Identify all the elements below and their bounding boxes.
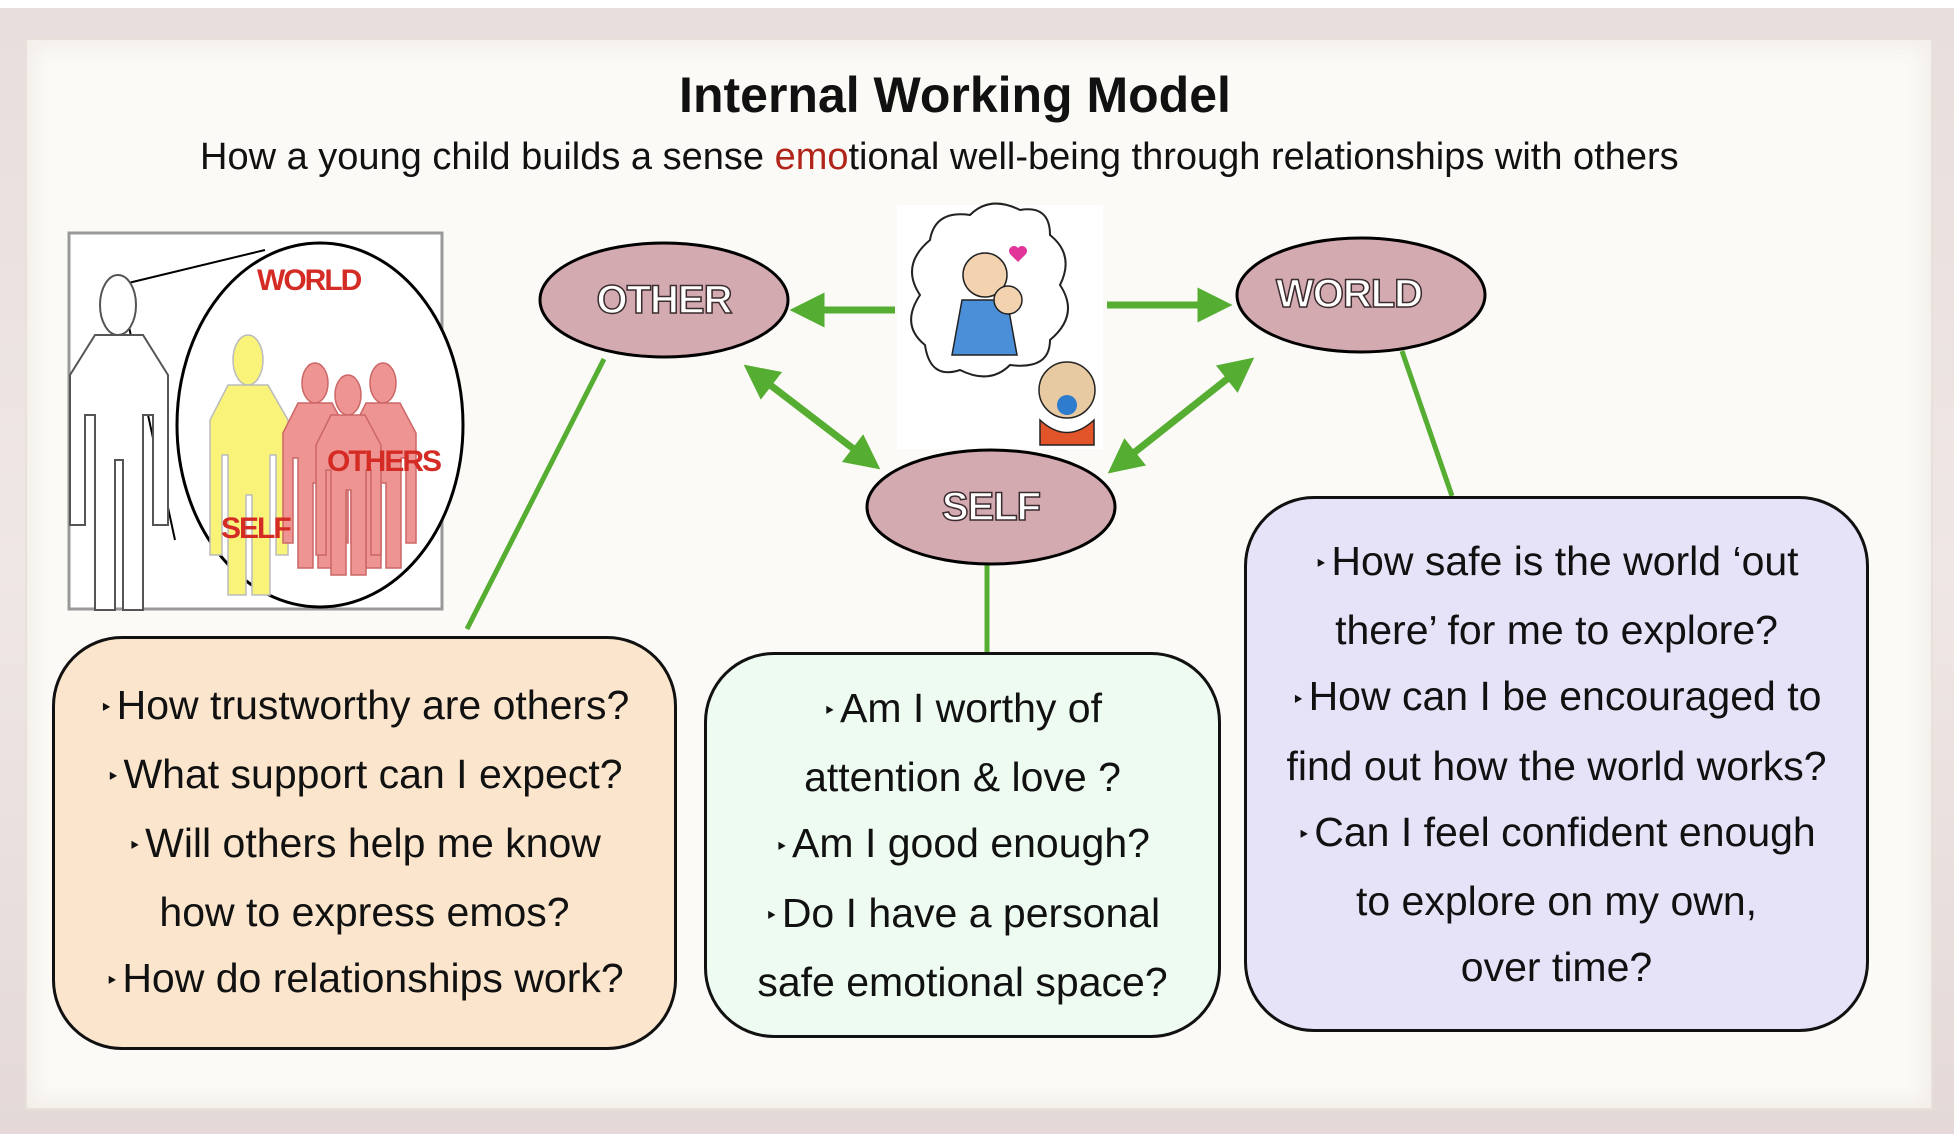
question-line: ‣Do I have a personal bbox=[765, 880, 1160, 949]
other-to-box-line bbox=[464, 357, 607, 631]
bullet-icon: ‣ bbox=[1314, 551, 1328, 577]
question-line: ‣Will others help me know bbox=[128, 810, 601, 879]
bullet-icon: ‣ bbox=[775, 833, 789, 859]
subtitle-text: How a young child builds a sense bbox=[200, 136, 775, 178]
bullet-icon: ‣ bbox=[1297, 821, 1311, 847]
question-text: How trustworthy are others? bbox=[116, 681, 630, 728]
subtitle-highlight: emo bbox=[774, 136, 849, 178]
arrow-other-self bbox=[743, 364, 881, 470]
arrow-self-world bbox=[1107, 357, 1255, 474]
question-line: to explore on my own, bbox=[1355, 877, 1758, 924]
page-subtitle: How a young child builds a sense emotion… bbox=[200, 136, 1679, 179]
question-line: ‣How trustworthy are others? bbox=[100, 672, 630, 741]
question-line: how to express emos? bbox=[159, 889, 570, 936]
figure-label-world: WORLD bbox=[257, 264, 362, 297]
node-world-label: WORLD bbox=[1275, 271, 1424, 317]
question-text: How do relationships work? bbox=[122, 955, 624, 1002]
viewer-person-icon bbox=[69, 274, 169, 611]
question-line: find out how the world works? bbox=[1286, 742, 1827, 789]
self-others-world-figure bbox=[67, 231, 465, 611]
bullet-icon: ‣ bbox=[764, 902, 778, 928]
question-line: over time? bbox=[1460, 943, 1653, 990]
bullet-icon: ‣ bbox=[128, 833, 142, 859]
question-line: ‣Am I worthy of bbox=[823, 675, 1102, 744]
question-line: ‣How do relationships work? bbox=[105, 945, 623, 1014]
bullet-icon: ‣ bbox=[106, 764, 120, 789]
question-text: How can I be encouraged to bbox=[1308, 673, 1822, 720]
node-other-label: OTHER bbox=[596, 277, 734, 323]
world-questions-box: ‣How safe is the world ‘out there’ for m… bbox=[1244, 496, 1869, 1032]
question-text: Do I have a personal bbox=[781, 889, 1161, 936]
other-node-ellipse bbox=[538, 241, 790, 359]
question-line: ‣Am I good enough? bbox=[775, 810, 1150, 879]
question-text: How safe is the world ‘out bbox=[1331, 538, 1799, 585]
parent-and-baby-illustration bbox=[897, 202, 1103, 449]
question-line: there’ for me to explore? bbox=[1335, 607, 1778, 654]
question-line: safe emotional space? bbox=[757, 958, 1168, 1005]
question-text: Will others help me know bbox=[145, 820, 601, 866]
question-line: ‣How can I be encouraged to bbox=[1292, 663, 1822, 732]
self-questions-box: ‣Am I worthy of attention & love ? ‣Am I… bbox=[704, 652, 1221, 1038]
bullet-icon: ‣ bbox=[1291, 686, 1305, 712]
connector-lines bbox=[464, 350, 1455, 652]
question-text: What support can I expect? bbox=[123, 750, 623, 797]
other-questions-box: ‣How trustworthy are others? ‣What suppo… bbox=[52, 636, 677, 1050]
question-text: Am I worthy of bbox=[839, 685, 1102, 732]
question-text: Can I feel confident enough bbox=[1314, 808, 1816, 855]
bullet-icon: ‣ bbox=[99, 694, 113, 720]
question-line: ‣Can I feel confident enough bbox=[1297, 799, 1815, 868]
question-line: attention & love ? bbox=[804, 754, 1121, 801]
bullet-icon: ‣ bbox=[823, 698, 836, 724]
question-text: Am I good enough? bbox=[792, 820, 1150, 867]
world-to-box-line bbox=[1399, 350, 1455, 497]
question-line: ‣How safe is the world ‘out bbox=[1314, 528, 1798, 597]
subtitle-text-rest: tional well-being through relationships … bbox=[848, 136, 1679, 178]
figure-label-self: SELF bbox=[221, 512, 292, 545]
world-node-ellipse bbox=[1235, 236, 1487, 354]
self-person-icon bbox=[209, 334, 289, 596]
question-line: ‣What support can I expect? bbox=[106, 741, 622, 810]
page-title: Internal Working Model bbox=[679, 67, 1231, 123]
figure-label-others: OTHERS bbox=[327, 445, 442, 478]
node-self-label: SELF bbox=[941, 484, 1042, 530]
bullet-icon: ‣ bbox=[105, 968, 119, 994]
others-people-icon bbox=[282, 362, 417, 576]
self-node-ellipse bbox=[865, 448, 1117, 566]
